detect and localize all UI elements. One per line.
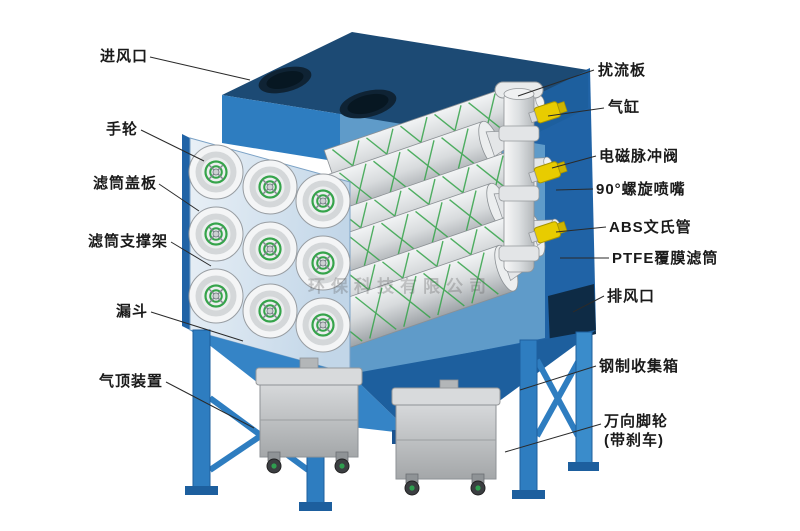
label-spoiler-plate: 扰流板 [598,62,647,79]
label-air-jacking-device: 气顶装置 [98,373,163,390]
air-inlet-opening [258,66,312,94]
label-pulse-valve: 电磁脉冲阀 [599,148,680,165]
filter-cover-plate [241,282,299,340]
caster-wheel [266,451,282,474]
label-air-inlet: 进风口 [99,48,148,65]
filter-cover-plate [241,158,299,216]
manifold-pipe [494,81,569,273]
label-cartridge-cover-plate: 滤筒盖板 [92,175,157,192]
filter-cover-plate [187,205,245,263]
filter-cover-plate [241,220,299,278]
label-air-cylinder: 气缸 [608,99,641,116]
watermark: 环保科技有限公司 [308,276,492,296]
machine-illustration: 环保科技有限公司 [182,32,599,511]
label-cartridge-support-frame: 滤筒支撑架 [87,233,168,250]
label-handwheel: 手轮 [105,121,138,138]
caster-wheel [404,473,420,496]
filter-cover-plate [187,267,245,325]
collection-box-left [255,357,363,474]
filter-cover-plate [294,296,352,354]
filter-cover-plate [187,143,245,201]
label-air-outlet: 排风口 [607,288,656,305]
label-ptfe-cartridge: PTFE覆膜滤筒 [612,250,719,267]
caster-wheel [334,451,350,474]
label-spiral-nozzle: 90°螺旋喷嘴 [596,181,686,198]
filter-cover-plate [294,172,352,230]
label-collection-box: 钢制收集箱 [599,358,680,375]
collection-box-right [391,379,501,496]
label-venturi: ABS文氏管 [609,219,692,236]
air-inlet-opening-2 [339,89,397,119]
leader-lines [140,56,609,453]
label-caster: 万向脚轮 (带刹车) [604,413,669,449]
exhaust-outlet-opening [548,284,596,346]
caster-wheel [470,473,486,496]
label-hopper: 漏斗 [115,303,148,320]
